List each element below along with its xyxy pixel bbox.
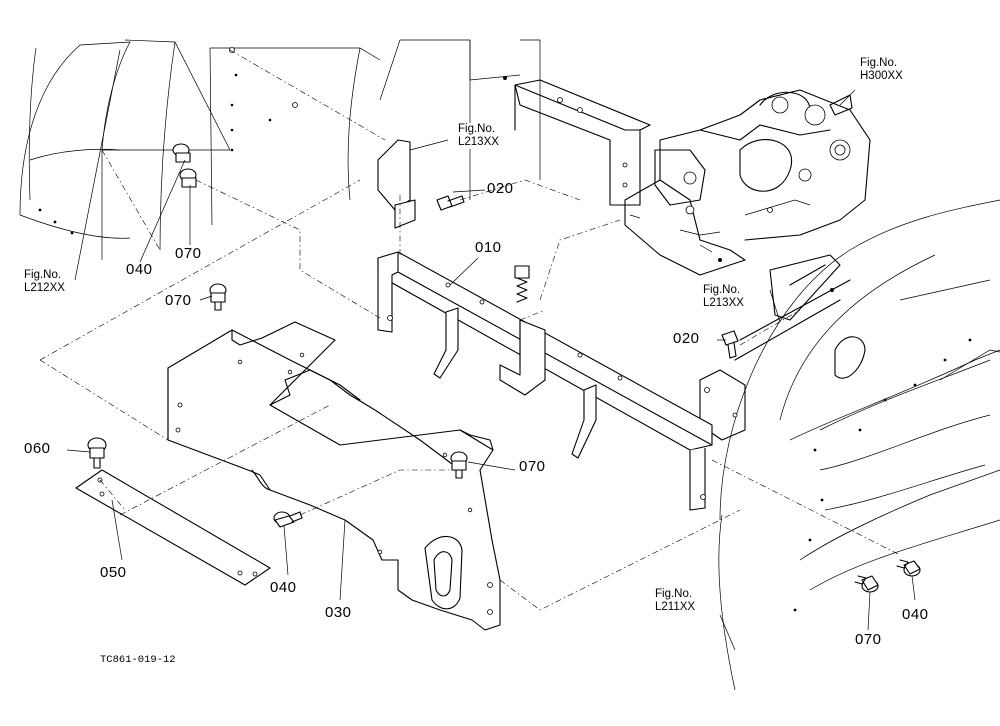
bolt-040-middle [273,511,303,528]
right-side-bracket [699,254,851,441]
figref-h300xx[interactable]: Fig.No. H300XX [860,57,903,83]
figref-l211xx-line1: Fig.No. [655,588,693,600]
assembly-lines [39,49,901,611]
bolt-060 [87,437,107,469]
part-label-040-middle: 040 [270,579,297,596]
part-label-020-right: 020 [673,330,700,347]
plate-050 [75,469,271,586]
hydraulic-valve-assembly [624,89,871,276]
figref-l211xx-line2: L211XX [655,601,696,613]
bolt-070-middle [450,451,468,479]
bolt-020-upper [436,195,465,211]
bolt-040-upper-left [172,143,191,163]
figref-h300xx-line2: H300XX [860,70,903,82]
part-label-070-upper: 070 [165,292,192,309]
part-label-060: 060 [24,440,51,457]
figref-l212xx-line2: L212XX [24,282,65,294]
part-label-030: 030 [325,604,352,621]
part-label-070-right: 070 [855,631,882,648]
part-label-020-upper: 020 [487,180,514,197]
figref-l213xx-upper-line1: Fig.No. [458,123,496,135]
figref-l213xx-right-line1: Fig.No. [703,284,741,296]
part-label-040-right: 040 [902,606,929,623]
spring-bolt [514,265,530,303]
bolt-070-upper [209,283,227,311]
bolt-070-right [854,575,879,593]
bolt-020-right [721,330,739,359]
bolts [87,143,921,593]
bolt-040-right [896,559,921,577]
right-fender-outline [718,199,1000,691]
figref-h300xx-line1: Fig.No. [860,57,898,69]
part-label-040-upper-left: 040 [126,261,153,278]
figref-l212xx[interactable]: Fig.No. L212XX [24,269,65,295]
bolt-070-upper-left [179,168,197,188]
part-label-070-middle: 070 [519,458,546,475]
part-label-070-upper-left: 070 [175,245,202,262]
rear-frame-outline [209,39,541,226]
figref-l213xx-right-line2: L213XX [703,297,744,309]
figref-l213xx-upper[interactable]: Fig.No. L213XX [458,123,499,149]
figref-l212xx-line1: Fig.No. [24,269,62,281]
part-label-050: 050 [100,564,127,581]
left-fender-outline [19,39,231,260]
part-label-010: 010 [475,239,502,256]
figref-l213xx-right[interactable]: Fig.No. L213XX [703,284,744,310]
cross-bar-010 [377,139,713,511]
leader-lines [66,49,916,651]
figref-l213xx-upper-line2: L213XX [458,136,499,148]
upper-mounting-plate [514,79,651,206]
main-plate-030 [167,321,501,631]
figref-l211xx[interactable]: Fig.No. L211XX [655,588,696,614]
drawing-code: TC861-019-12 [100,654,176,666]
